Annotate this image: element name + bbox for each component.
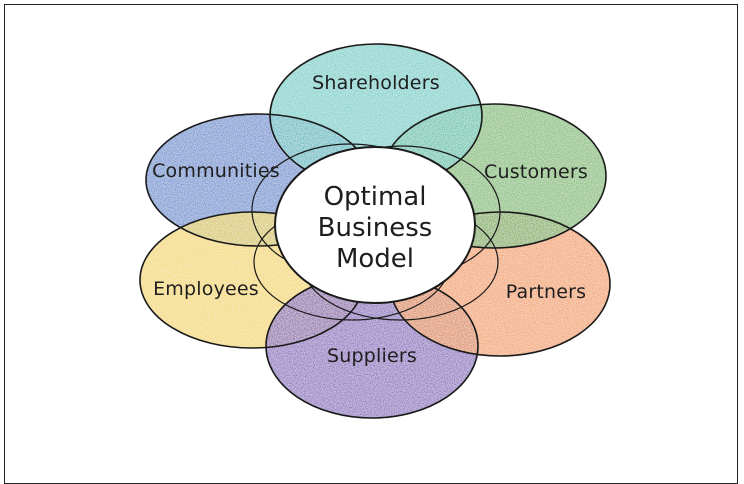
center-circle [274,146,476,304]
label-shareholders: Shareholders [312,72,440,94]
label-partners: Partners [506,281,587,303]
center-title-line-2: Business [318,213,433,243]
center-title-line-1: Optimal [324,182,427,212]
center-title-line-3: Model [336,244,414,274]
petal-shareholders [270,44,482,188]
label-suppliers: Suppliers [327,345,417,367]
label-customers: Customers [484,161,588,183]
petal-fills [140,44,610,418]
label-employees: Employees [153,278,259,300]
label-communities: Communities [152,160,280,182]
